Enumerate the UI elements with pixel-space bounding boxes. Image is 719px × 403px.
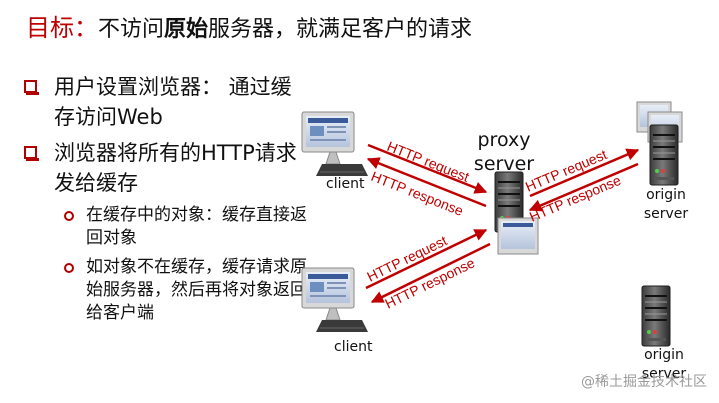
arrow-c2-response xyxy=(370,242,491,304)
bullet-list: 用户设置浏览器： 通过缓存访问Web 浏览器将所有的HTTP请求发给缓存 在缓存… xyxy=(20,72,310,331)
slide-title: 目标：不访问原始服务器，就满足客户的请求 xyxy=(26,8,472,48)
square-bullet-icon xyxy=(24,146,39,161)
arrow-c1-response xyxy=(366,157,487,208)
origin-server-bottom-label: origin server xyxy=(634,346,694,384)
sub-bullet-text: 如对象不在缓存，缓存请求原始服务器，然后再将对象返回给客户端 xyxy=(86,257,307,323)
bullet-text: 用户设置浏览器： 通过缓存访问Web xyxy=(54,75,292,129)
origin-server-bottom-icon xyxy=(641,285,671,347)
title-accent: 目标： xyxy=(26,14,98,42)
client-bottom-label: client xyxy=(334,339,373,355)
watermark: @稀土掘金技术社区 xyxy=(581,374,707,390)
origin-top-line2: server xyxy=(643,206,689,222)
sub-bullet-text: 在缓存中的对象：缓存直接返回对象 xyxy=(86,205,307,248)
arrow-c1-request xyxy=(367,143,488,194)
proxy-screen-icon xyxy=(497,217,539,255)
proxy-server-label: proxy server xyxy=(466,128,542,176)
proxy-label-line2: server xyxy=(473,153,535,175)
sub-bullet-item: 如对象不在缓存，缓存请求原始服务器，然后再将对象返回给客户端 xyxy=(20,256,310,325)
arrow-origin-request xyxy=(529,148,640,198)
bullet-item: 浏览器将所有的HTTP请求发给缓存 xyxy=(20,138,310,198)
proxy-label-line1: proxy xyxy=(477,129,531,151)
title-post: 服务器，就满足客户的请求 xyxy=(208,17,473,42)
origin-bottom-line1: origin xyxy=(644,347,684,363)
origin-bottom-line2: server xyxy=(641,366,687,382)
circle-bullet-icon xyxy=(64,211,74,221)
title-pre: 不访问 xyxy=(98,17,165,42)
circle-bullet-icon xyxy=(64,263,74,273)
bullet-text: 浏览器将所有的HTTP请求发给缓存 xyxy=(54,141,297,195)
client-bottom-computer-icon xyxy=(301,267,369,333)
sub-bullet-item: 在缓存中的对象：缓存直接返回对象 xyxy=(20,204,310,250)
square-bullet-icon xyxy=(24,80,39,95)
bullet-item: 用户设置浏览器： 通过缓存访问Web xyxy=(20,72,310,132)
client-top-label: client xyxy=(326,176,365,192)
arrow-origin-response xyxy=(528,162,639,212)
origin-server-top-label: origin server xyxy=(636,186,696,224)
title-bold: 原始 xyxy=(164,17,209,42)
arrow-c2-request xyxy=(365,228,488,290)
origin-server-top-icon xyxy=(649,124,679,186)
client-top-computer-icon xyxy=(301,111,369,177)
origin-top-line1: origin xyxy=(646,187,686,203)
